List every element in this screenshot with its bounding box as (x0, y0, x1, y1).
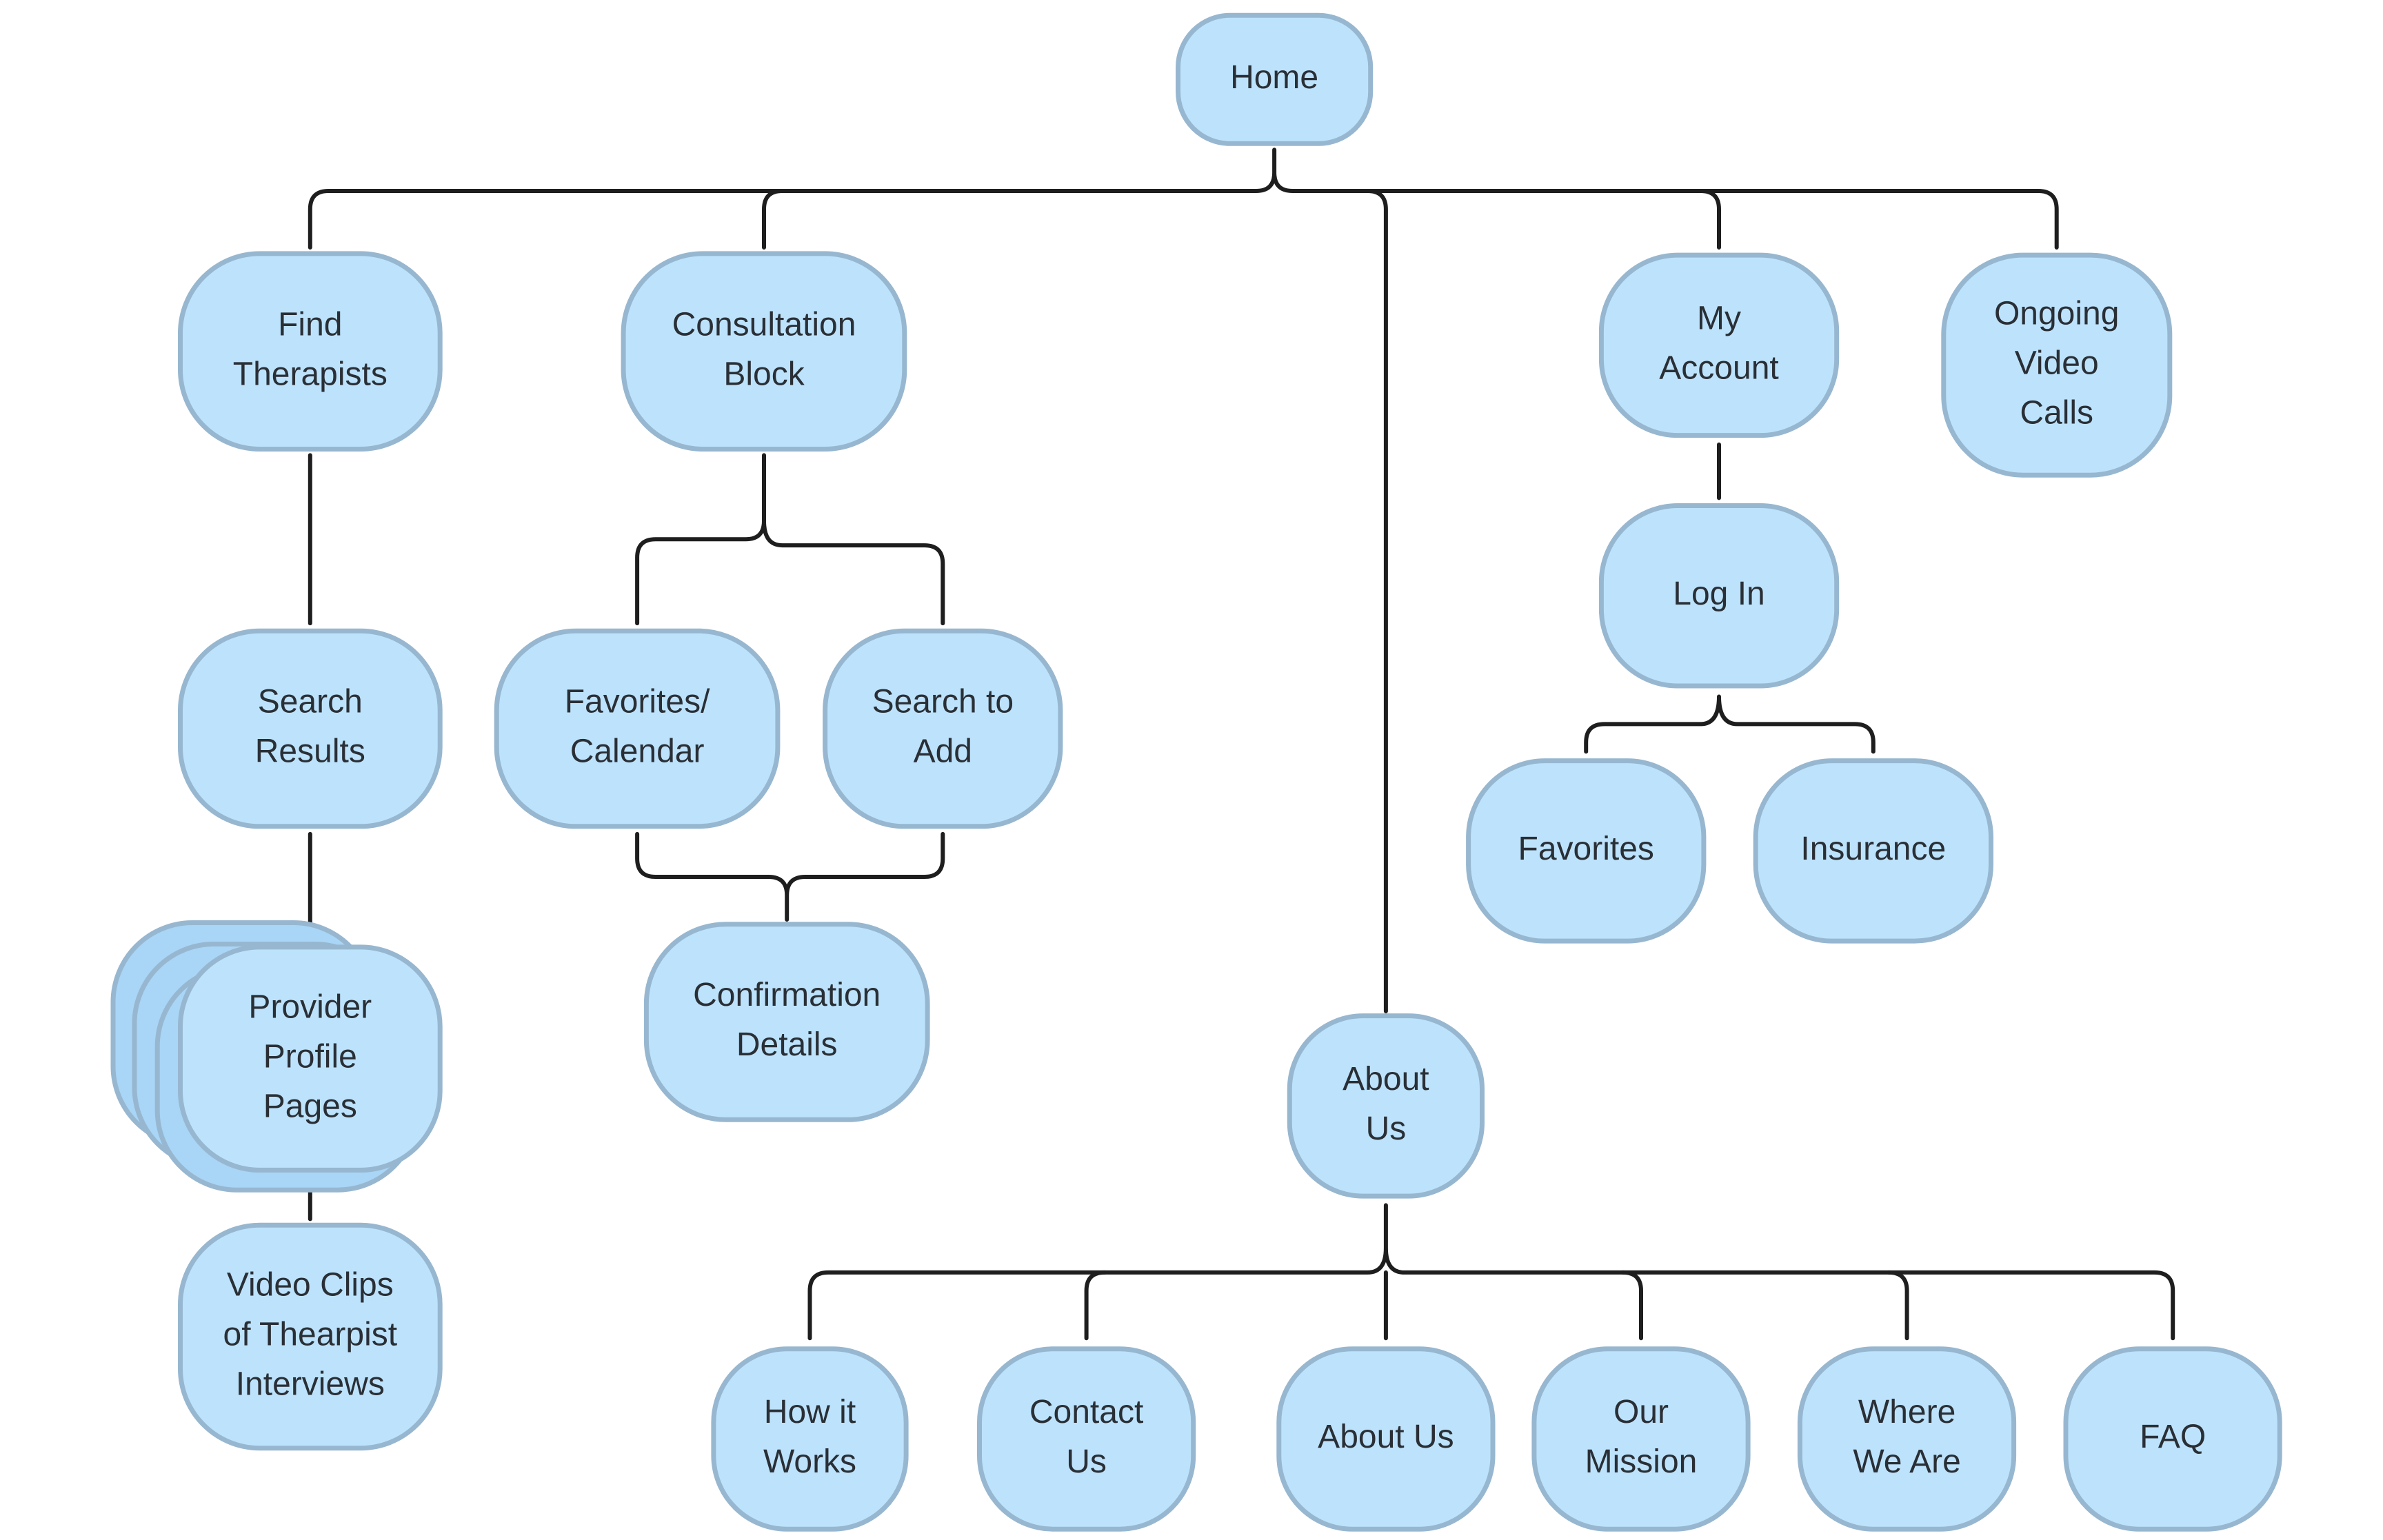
edge-login-branch (1584, 694, 1876, 754)
search-results-box (178, 628, 443, 829)
connectors (308, 148, 2175, 1341)
edge-consult-branch (635, 453, 945, 626)
edge-about-where (1887, 1270, 1909, 1341)
provider-profile-pages-label: Provider (248, 989, 372, 1025)
consultation-block-label: Consultation (672, 306, 856, 343)
about-us-parent-label: About (1343, 1061, 1429, 1097)
about-us-parent-label: Us (1366, 1111, 1407, 1147)
our-mission-label: Our (1613, 1394, 1669, 1430)
video-clips-label: of Thearpist (223, 1317, 398, 1353)
favorites-node[interactable]: Favorites (1466, 758, 1707, 944)
find-therapists-label: Therapists (233, 356, 388, 392)
home-box (1176, 12, 1374, 146)
video-clips-box (178, 1222, 443, 1451)
edge-about-contact (1084, 1270, 1107, 1341)
edge-home-consultation (762, 189, 785, 250)
home-node[interactable]: Home (1176, 12, 1374, 146)
about-us-box (1276, 1346, 1496, 1532)
confirmation-details-box (643, 922, 930, 1122)
faq-box (2063, 1346, 2282, 1532)
search-results-label: Search (258, 684, 363, 720)
search-to-add-box (823, 628, 1063, 829)
log-in-box (1598, 503, 1840, 689)
favorites-calendar-label: Calendar (570, 733, 705, 770)
where-we-are-node[interactable]: Where We Are (1797, 1346, 2017, 1532)
search-to-add-label: Add (914, 733, 972, 770)
my-account-label: Account (1659, 349, 1778, 386)
provider-profile-pages-label: Pages (263, 1088, 357, 1124)
search-results-label: Results (255, 733, 365, 770)
about-us-label: About Us (1318, 1419, 1454, 1455)
ongoing-video-calls-label: Video (2015, 345, 2099, 381)
our-mission-label: Mission (1585, 1443, 1698, 1480)
search-to-add-label: Search to (872, 684, 1014, 720)
how-it-works-label: How it (764, 1394, 856, 1430)
contact-us-label: Contact (1029, 1394, 1143, 1430)
insurance-label: Insurance (1800, 831, 1946, 867)
ongoing-video-calls-label: Calls (2020, 394, 2093, 431)
edge-home-aboutus (1365, 189, 1388, 1013)
my-account-label: My (1697, 300, 1741, 336)
log-in-node[interactable]: Log In (1598, 503, 1840, 689)
my-account-box (1598, 252, 1840, 438)
favorites-calendar-box (494, 628, 781, 829)
how-it-works-label: Works (763, 1443, 856, 1480)
where-we-are-box (1797, 1346, 2017, 1532)
edge-home-myaccount (1698, 189, 1721, 250)
where-we-are-label: We Are (1853, 1443, 1961, 1480)
about-us-parent-box (1287, 1013, 1485, 1199)
ongoing-video-calls-label: Ongoing (1994, 295, 2119, 332)
edge-merge-confirmation (635, 831, 945, 922)
edge-home-bus (308, 148, 2059, 250)
insurance-node[interactable]: Insurance (1753, 758, 1993, 944)
video-clips-label: Video Clips (227, 1267, 394, 1304)
faq-label: FAQ (2140, 1419, 2206, 1455)
favorites-box (1466, 758, 1707, 944)
consultation-block-label: Block (723, 356, 805, 392)
video-clips-label: Interviews (236, 1366, 385, 1403)
search-to-add-node[interactable]: Search to Add (823, 628, 1063, 829)
provider-profile-pages-box (178, 944, 443, 1173)
how-it-works-box (711, 1346, 909, 1532)
favorites-calendar-label: Favorites/ (565, 684, 710, 720)
our-mission-box (1531, 1346, 1751, 1532)
ongoing-video-calls-box (1941, 252, 2173, 478)
edge-about-bus (807, 1203, 2175, 1341)
contact-us-box (977, 1346, 1196, 1532)
insurance-box (1753, 758, 1993, 944)
log-in-label: Log In (1673, 576, 1764, 612)
provider-profile-pages-label: Profile (263, 1038, 357, 1075)
contact-us-label: Us (1066, 1443, 1107, 1480)
consultation-block-box (621, 251, 907, 452)
how-it-works-node[interactable]: How it Works (711, 1346, 909, 1532)
edge-about-mission (1620, 1270, 1643, 1341)
find-therapists-box (178, 251, 443, 452)
favorites-label: Favorites (1518, 831, 1654, 867)
confirmation-details-label: Details (736, 1026, 838, 1063)
home-label: Home (1230, 59, 1318, 96)
about-us-node[interactable]: About Us (1276, 1346, 1496, 1532)
find-therapists-label: Find (278, 306, 342, 343)
faq-node[interactable]: FAQ (2063, 1346, 2282, 1532)
favorites-calendar-node[interactable]: Favorites/Calendar (494, 628, 781, 829)
confirmation-details-label: Confirmation (693, 977, 881, 1013)
where-we-are-label: Where (1858, 1394, 1955, 1430)
